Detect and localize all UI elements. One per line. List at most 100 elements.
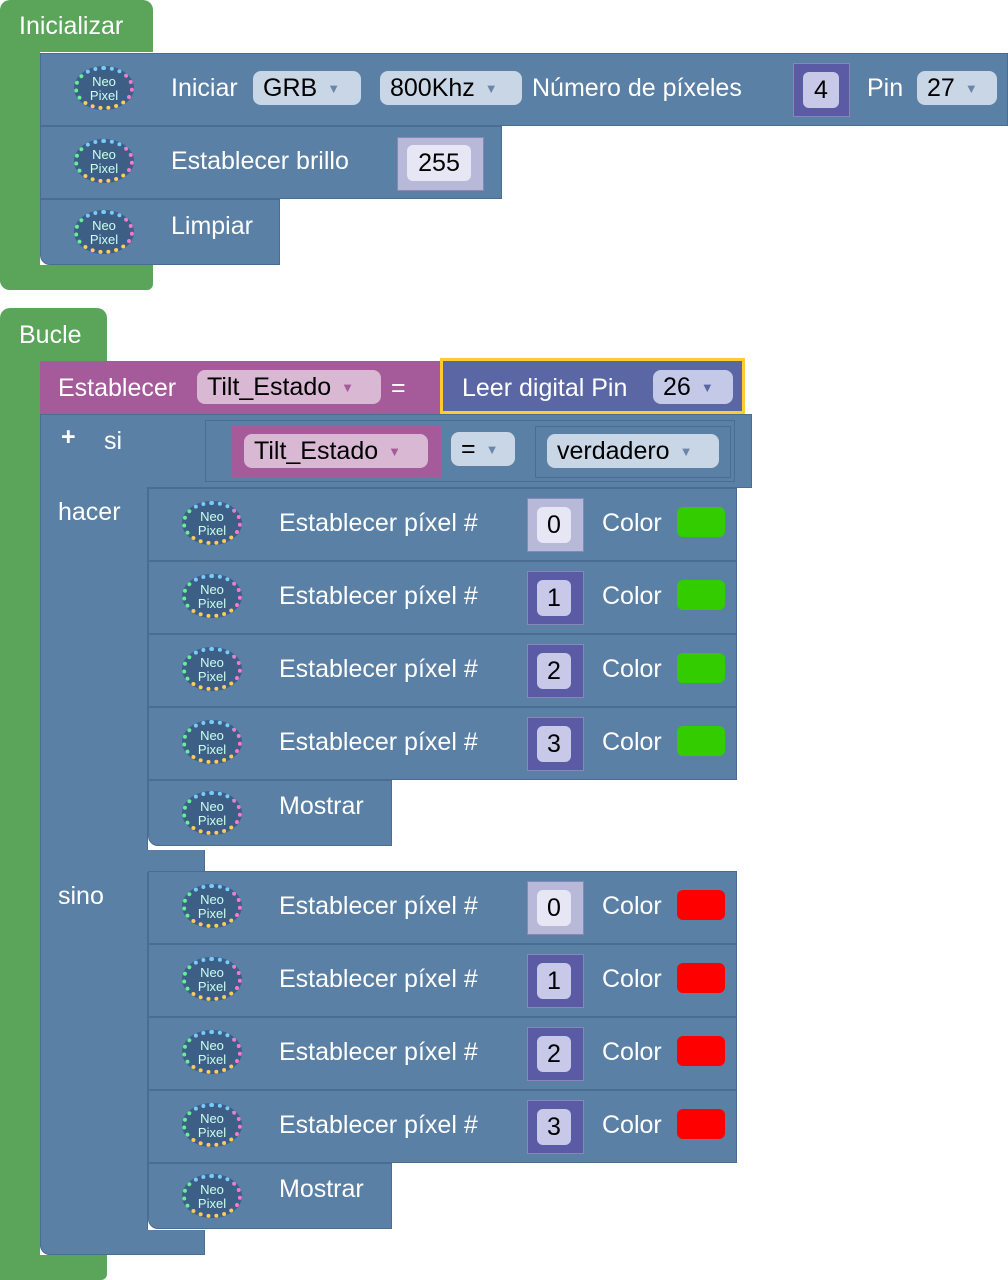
variable-value: Tilt_Estado (207, 373, 332, 401)
color-swatch[interactable] (677, 653, 725, 683)
color-swatch[interactable] (677, 963, 725, 993)
read-digital-label: Leer digital Pin (462, 374, 628, 402)
pixel-index-input[interactable]: 2 (537, 653, 571, 689)
set-pixel-block[interactable] (148, 871, 737, 944)
color-swatch[interactable] (677, 726, 725, 756)
init-bottom (0, 265, 153, 290)
init-hat-block[interactable] (0, 0, 153, 52)
dropdown-arrow-icon: ▼ (327, 81, 341, 97)
brightness-text: Establecer brillo (171, 147, 349, 175)
brightness-input[interactable]: 255 (407, 145, 471, 181)
pixel-label: Establecer píxel # (279, 582, 478, 610)
pixel-index-input[interactable]: 0 (537, 890, 571, 926)
color-swatch[interactable] (677, 580, 725, 610)
equals-label: = (391, 374, 406, 402)
pixel-index-input[interactable]: 3 (537, 1109, 571, 1145)
operator-dropdown[interactable]: =▼ (451, 432, 515, 466)
set-pixel-block[interactable] (148, 1090, 737, 1163)
set-pixel-block[interactable] (148, 944, 737, 1017)
icon-text: Neo (200, 509, 224, 524)
color-swatch[interactable] (677, 890, 725, 920)
read-pin-value: 26 (663, 373, 691, 401)
icon-text: Pixel (197, 669, 227, 684)
icon-text: Neo (200, 965, 224, 980)
color-swatch[interactable] (677, 1109, 725, 1139)
set-label: Establecer (58, 374, 177, 402)
do-label: hacer (58, 498, 121, 526)
plus-icon[interactable]: + (61, 423, 76, 451)
icon-text: Pixel (197, 742, 227, 757)
color-swatch[interactable] (677, 507, 725, 537)
pixel-label: Establecer píxel # (279, 655, 478, 683)
loop-bottom (0, 1255, 107, 1280)
icon-text: Neo (200, 582, 224, 597)
freq-dropdown[interactable]: 800Khz▼ (380, 71, 522, 105)
color-label: Color (602, 509, 662, 537)
set-pixel-block[interactable] (148, 561, 737, 634)
pixel-label: Establecer píxel # (279, 509, 478, 537)
set-pixel-block[interactable] (148, 488, 737, 561)
init-arm (0, 52, 40, 290)
color-label: Color (602, 892, 662, 920)
clear-text: Limpiar (171, 212, 253, 240)
dropdown-arrow-icon: ▼ (964, 81, 978, 97)
icon-text: Neo (200, 1111, 224, 1126)
loop-label: Bucle (19, 321, 82, 349)
icon-text: Pixel (197, 1125, 227, 1140)
color-label: Color (602, 965, 662, 993)
set-pixel-block[interactable] (148, 634, 737, 707)
pixel-index-input[interactable]: 3 (537, 726, 571, 762)
if-bottom (40, 1230, 205, 1255)
if-middle (40, 850, 205, 872)
pixel-label: Establecer píxel # (279, 965, 478, 993)
icon-text: Pixel (197, 1196, 227, 1211)
pixel-index-input[interactable]: 0 (537, 507, 571, 543)
variable-dropdown[interactable]: Tilt_Estado ▼ (197, 370, 381, 404)
freq-value: 800Khz (390, 74, 475, 102)
condition-variable-dropdown[interactable]: Tilt_Estado▼ (244, 434, 428, 468)
pixel-label: Establecer píxel # (279, 728, 478, 756)
set-pixel-block[interactable] (148, 1017, 737, 1090)
dropdown-arrow-icon: ▼ (679, 444, 693, 460)
pixel-label: Establecer píxel # (279, 1038, 478, 1066)
pixel-label: Establecer píxel # (279, 892, 478, 920)
pixel-index-input[interactable]: 1 (537, 580, 571, 616)
show-label: Mostrar (279, 1175, 364, 1203)
pixel-index-input[interactable]: 2 (537, 1036, 571, 1072)
else-label: sino (58, 882, 104, 910)
pixel-index-input[interactable]: 1 (537, 963, 571, 999)
loop-arm (0, 360, 40, 1280)
read-pin-dropdown[interactable]: 26 ▼ (653, 370, 733, 404)
order-value: GRB (263, 74, 318, 102)
loop-hat-block[interactable] (0, 308, 107, 361)
boolean-dropdown[interactable]: verdadero▼ (547, 434, 719, 468)
count-input[interactable]: 4 (803, 72, 839, 108)
icon-text: Pixel (197, 596, 227, 611)
show-label: Mostrar (279, 792, 364, 820)
icon-text: Neo (200, 892, 224, 907)
color-label: Color (602, 728, 662, 756)
dropdown-arrow-icon: ▼ (341, 380, 355, 396)
set-pixel-block[interactable] (148, 707, 737, 780)
count-label: Número de píxeles (532, 74, 742, 102)
pin-dropdown[interactable]: 27▼ (917, 71, 997, 105)
icon-text: Pixel (197, 1052, 227, 1067)
color-label: Color (602, 582, 662, 610)
order-dropdown[interactable]: GRB ▼ (253, 71, 361, 105)
icon-text: Pixel (197, 906, 227, 921)
color-label: Color (602, 1111, 662, 1139)
pin-label: Pin (867, 74, 904, 102)
color-swatch[interactable] (677, 1036, 725, 1066)
dropdown-arrow-icon: ▼ (700, 380, 714, 396)
icon-text: Pixel (197, 979, 227, 994)
